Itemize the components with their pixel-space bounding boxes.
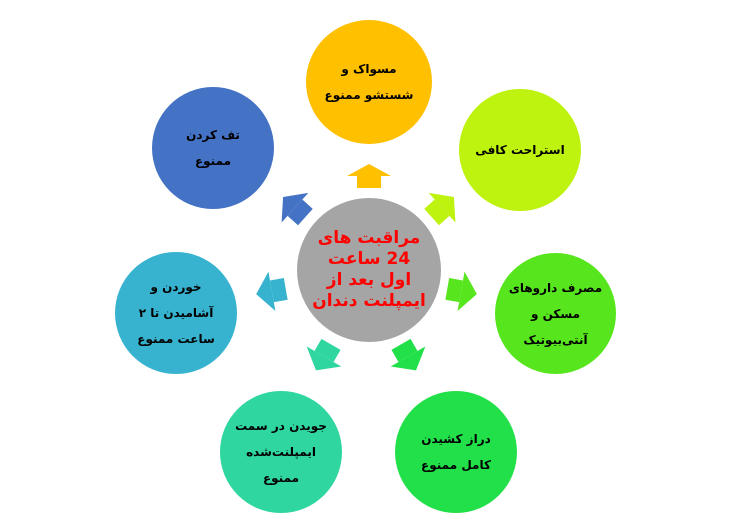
- node-no-spitting: تف کردن ممنوع: [152, 87, 274, 209]
- node-label: خوردن و: [150, 274, 201, 300]
- node-rest: استراحت کافی: [459, 89, 581, 211]
- node-label: ساعت ممنوع: [137, 326, 214, 352]
- node-label: ممنوع: [263, 465, 299, 491]
- node-label: تف کردن: [186, 122, 240, 148]
- arrow-up-left-icon: [270, 182, 319, 232]
- node-label: ایمپلنت‌شده: [246, 439, 316, 465]
- node-no-brushing: مسواک و شستشو ممنوع: [306, 20, 432, 144]
- arrow-up-right-icon: [418, 182, 467, 232]
- node-label: جویدن در سمت: [235, 413, 327, 439]
- node-label: کامل ممنوع: [421, 452, 491, 478]
- node-label: استراحت کافی: [475, 137, 564, 163]
- node-medication: مصرف داروهای مسکن و آنتی‌بیوتیک: [495, 253, 616, 374]
- node-label: مسواک و: [341, 56, 396, 82]
- node-label: مصرف داروهای: [509, 275, 602, 301]
- node-label: شستشو ممنوع: [325, 82, 414, 108]
- arrow-up-icon: [347, 164, 391, 188]
- center-circle: مراقبت های 24 ساعت اول بعد از ایمپلنت دن…: [297, 198, 441, 342]
- center-title-line: 24 ساعت: [328, 249, 410, 270]
- arrow-down-right-icon: [384, 334, 434, 380]
- node-label: مسکن و: [531, 301, 580, 327]
- node-label: ممنوع: [195, 148, 231, 174]
- node-label: آشامیدن تا ۲: [139, 300, 214, 326]
- arrow-down-left-icon: [299, 334, 349, 380]
- node-label: دراز کشیدن: [421, 426, 491, 452]
- center-title-line: ایمپلنت دندان: [312, 291, 426, 312]
- arrow-right-icon: [444, 269, 480, 314]
- node-label: آنتی‌بیوتیک: [523, 327, 587, 353]
- node-no-lying-down: دراز کشیدن کامل ممنوع: [395, 391, 517, 513]
- center-title-line: مراقبت های: [318, 228, 421, 249]
- node-no-eating-drinking: خوردن و آشامیدن تا ۲ ساعت ممنوع: [115, 252, 237, 374]
- arrow-left-icon: [253, 269, 289, 314]
- node-no-chewing: جویدن در سمت ایمپلنت‌شده ممنوع: [220, 391, 342, 513]
- center-title-line: اول بعد از: [327, 270, 411, 291]
